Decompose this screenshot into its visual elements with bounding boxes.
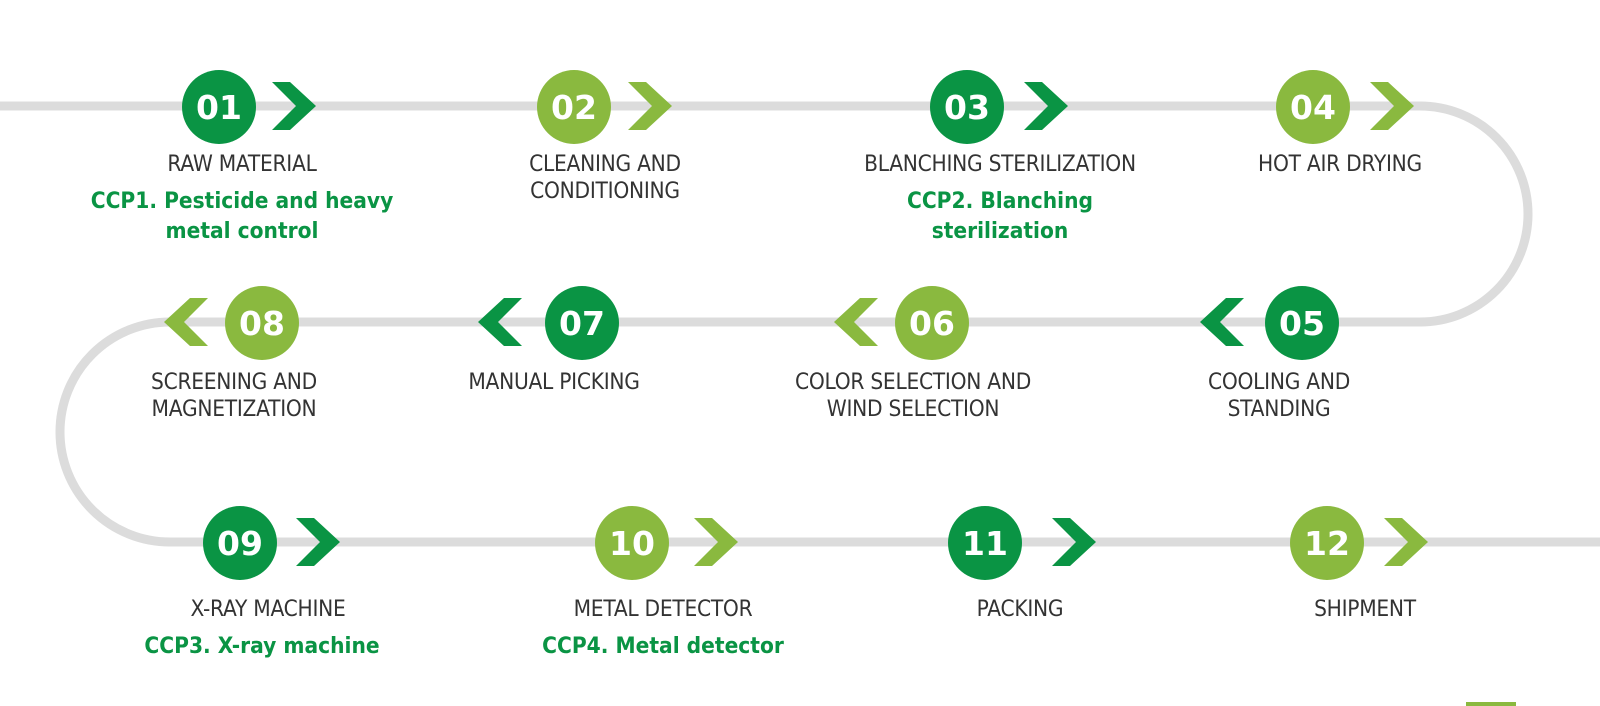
step-label: BLANCHING STERILIZATION xyxy=(864,152,1136,177)
step-label: HOT AIR DRYING xyxy=(1258,152,1422,177)
chevron-right-shape xyxy=(1052,518,1096,566)
step-number-badge: 11 xyxy=(948,506,1022,580)
step-number-badge: 03 xyxy=(930,70,1004,144)
step-number-badge: 07 xyxy=(545,286,619,360)
chevron-right-icon xyxy=(628,82,672,130)
step-number-badge: 02 xyxy=(537,70,611,144)
chevron-right-icon xyxy=(694,518,738,566)
corner-accent xyxy=(1466,702,1516,706)
step-number-badge: 06 xyxy=(895,286,969,360)
chevron-left-shape xyxy=(1200,298,1244,346)
step-label: SCREENING AND MAGNETIZATION xyxy=(151,370,317,422)
step-number-badge: 05 xyxy=(1265,286,1339,360)
step-label: CLEANING AND CONDITIONING xyxy=(529,152,681,204)
step-label: METAL DETECTOR xyxy=(573,597,753,622)
ccp-label: CCP3. X-ray machine xyxy=(144,634,380,659)
chevron-right-icon xyxy=(296,518,340,566)
chevron-right-icon xyxy=(272,82,316,130)
step-number-badge: 01 xyxy=(182,70,256,144)
chevron-right-shape xyxy=(1384,518,1428,566)
step-number-badge: 04 xyxy=(1276,70,1350,144)
ccp-label: CCP4. Metal detector xyxy=(542,634,784,659)
chevron-right-icon xyxy=(1052,518,1096,566)
chevron-right-shape xyxy=(296,518,340,566)
step-label: COLOR SELECTION AND WIND SELECTION xyxy=(794,370,1032,422)
ccp-label: CCP1. Pesticide and heavy metal control xyxy=(90,189,394,244)
step-label: MANUAL PICKING xyxy=(468,370,640,395)
chevron-right-shape xyxy=(694,518,738,566)
chevron-left-shape xyxy=(164,298,208,346)
step-number-badge: 12 xyxy=(1290,506,1364,580)
chevron-right-shape xyxy=(1024,82,1068,130)
chevron-right-icon xyxy=(1024,82,1068,130)
chevron-right-icon xyxy=(1384,518,1428,566)
chevron-left-shape xyxy=(834,298,878,346)
chevron-left-icon xyxy=(1200,298,1244,346)
chevron-right-icon xyxy=(1370,82,1414,130)
step-number-badge: 08 xyxy=(225,286,299,360)
chevron-right-shape xyxy=(628,82,672,130)
chevron-left-icon xyxy=(478,298,522,346)
step-label: PACKING xyxy=(976,597,1064,622)
step-number-badge: 09 xyxy=(203,506,277,580)
flow-track-line xyxy=(0,101,1600,547)
chevron-right-shape xyxy=(1370,82,1414,130)
chevron-left-icon xyxy=(164,298,208,346)
step-number-badge: 10 xyxy=(595,506,669,580)
chevron-left-shape xyxy=(478,298,522,346)
step-label: SHIPMENT xyxy=(1314,597,1416,622)
ccp-label: CCP2. Blanching sterilization xyxy=(906,189,1094,244)
step-label: RAW MATERIAL xyxy=(167,152,317,177)
step-label: X-RAY MACHINE xyxy=(190,597,346,622)
chevron-left-icon xyxy=(834,298,878,346)
chevron-right-shape xyxy=(272,82,316,130)
step-label: COOLING AND STANDING xyxy=(1207,370,1351,422)
